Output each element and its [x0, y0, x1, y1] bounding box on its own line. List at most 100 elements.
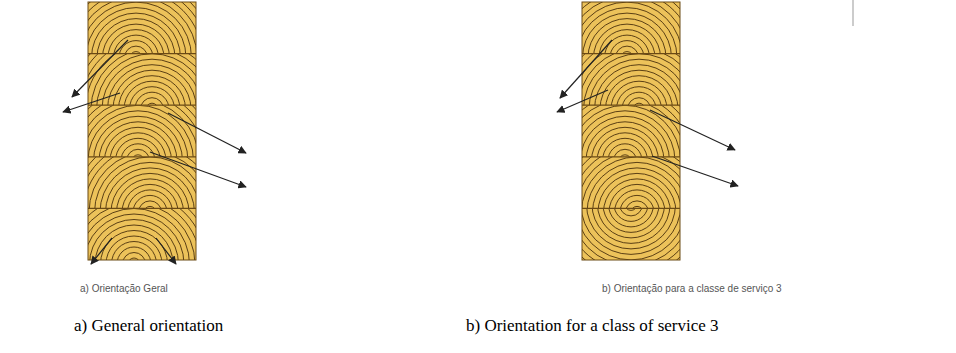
- growth-ring: [88, 105, 196, 157]
- growth-ring: [88, 105, 196, 157]
- lamella: [88, 2, 196, 236]
- arrow: [91, 238, 112, 264]
- growth-ring: [124, 81, 180, 105]
- growth-ring: [582, 2, 680, 54]
- growth-rings-a: [88, 2, 196, 260]
- growth-ring: [88, 54, 196, 106]
- growth-ring: [88, 157, 196, 209]
- growth-ring: [582, 54, 680, 106]
- figure-caption: b) Orientação para a classe de serviço 3: [602, 283, 782, 294]
- growth-ring: [582, 157, 680, 209]
- growth-ring: [614, 149, 637, 156]
- growth-ring: [582, 157, 680, 209]
- arrow: [72, 40, 128, 97]
- growth-ring: [116, 138, 161, 156]
- growth-ring: [603, 138, 648, 156]
- glue-line: [582, 208, 680, 209]
- glue-line: [582, 156, 680, 157]
- growth-ring: [582, 2, 680, 54]
- growth-ring: [586, 122, 664, 157]
- growth-ring: [582, 208, 680, 260]
- growth-ring: [88, 157, 196, 209]
- growth-ring: [88, 105, 196, 157]
- caption-translation: a) General orientation: [74, 316, 223, 336]
- growth-ring: [88, 157, 196, 209]
- growth-ring: [135, 92, 169, 105]
- growth-ring: [88, 105, 196, 157]
- growth-ring: [103, 24, 170, 54]
- growth-ring: [88, 54, 196, 106]
- growth-ring: [117, 179, 184, 209]
- growth-ring: [582, 208, 680, 260]
- growth-ring: [88, 208, 195, 260]
- growth-ring: [123, 253, 146, 261]
- growth-ring: [608, 144, 642, 157]
- growth-ring: [88, 208, 196, 260]
- growth-ring: [95, 225, 173, 260]
- growth-ring: [582, 2, 680, 54]
- growth-ring: [92, 13, 181, 54]
- growth-ring: [599, 30, 655, 54]
- glue-line: [88, 105, 196, 106]
- growth-ring: [582, 157, 680, 209]
- growth-ring: [117, 247, 151, 260]
- growth-ring: [614, 208, 648, 221]
- growth-ring: [88, 208, 196, 260]
- growth-ring: [582, 208, 680, 260]
- growth-ring: [582, 105, 680, 157]
- growth-ring: [90, 220, 179, 261]
- growth-ring: [582, 2, 680, 54]
- growth-ring: [88, 2, 196, 54]
- growth-ring: [615, 190, 660, 209]
- growth-ring: [97, 54, 197, 106]
- growth-ring: [88, 105, 196, 157]
- growth-ring: [582, 2, 680, 54]
- frame-line: [853, 0, 854, 26]
- growth-ring: [616, 46, 639, 54]
- growth-ring: [113, 70, 191, 105]
- growth-ring: [582, 2, 680, 54]
- growth-ring: [626, 201, 649, 209]
- growth-ring: [604, 179, 671, 209]
- growth-ring: [582, 54, 680, 106]
- growth-ring: [88, 208, 196, 260]
- growth-rings-b: [582, 2, 680, 260]
- growth-ring: [88, 2, 196, 54]
- growth-ring: [88, 157, 196, 209]
- growth-ring: [108, 30, 164, 54]
- growth-ring: [88, 157, 196, 209]
- growth-ring: [597, 133, 653, 157]
- growth-ring: [88, 54, 196, 106]
- growth-ring: [582, 157, 680, 209]
- growth-ring: [582, 8, 677, 54]
- glue-line: [88, 208, 196, 209]
- growth-ring: [582, 105, 680, 157]
- growth-ring: [582, 105, 680, 156]
- growth-ring: [88, 2, 196, 54]
- orientation-arrows: [63, 40, 738, 264]
- glue-line: [88, 156, 196, 157]
- growth-ring: [119, 41, 153, 54]
- growth-ring: [582, 157, 680, 209]
- growth-ring: [88, 208, 196, 260]
- growth-ring: [88, 157, 196, 209]
- arrow: [156, 238, 176, 264]
- growth-ring: [88, 157, 196, 209]
- growth-ring: [610, 41, 644, 54]
- growth-ring: [582, 2, 680, 54]
- figure-caption: a) Orientação Geral: [80, 283, 168, 294]
- growth-ring: [97, 19, 175, 54]
- growth-ring: [582, 105, 680, 157]
- growth-ring: [582, 54, 680, 106]
- growth-ring: [603, 208, 659, 232]
- growth-ring: [582, 208, 680, 260]
- growth-ring: [582, 2, 680, 54]
- growth-ring: [88, 208, 196, 260]
- growth-ring: [106, 236, 162, 260]
- growth-ring: [587, 162, 680, 208]
- lamella: [582, 85, 680, 260]
- growth-ring: [88, 54, 196, 106]
- growth-ring: [88, 2, 196, 54]
- growth-ring: [106, 168, 195, 209]
- growth-ring: [582, 208, 680, 260]
